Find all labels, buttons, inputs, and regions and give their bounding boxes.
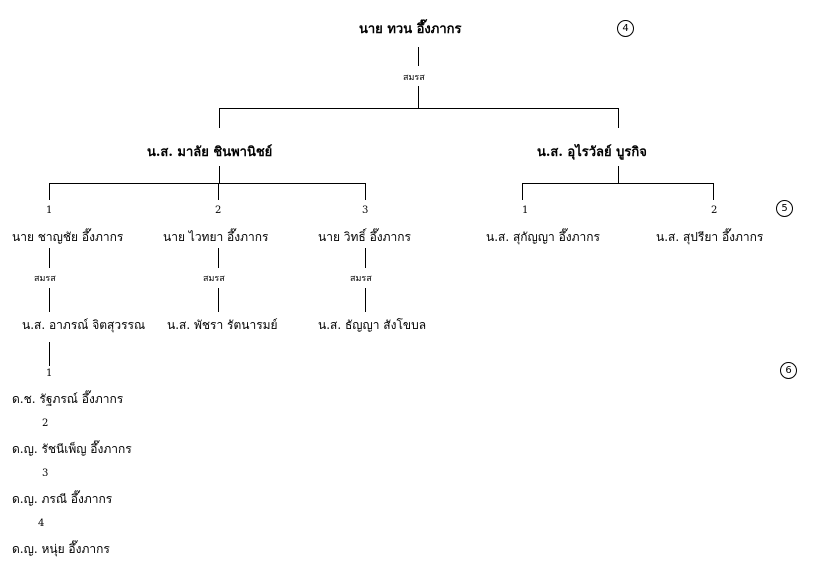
child-name: น.ส. สุกัญญา อึ๊งภากร [486,230,600,244]
grandchild-name: ด.ช. รัฐภรณ์ อึ๊งภากร [12,392,124,406]
child-number: 3 [362,205,369,216]
child-spouse: น.ส. ธัญญา สังโขบล [318,318,427,332]
child-name: นาย วิทธิ์ อึ๊งภากร [318,230,411,244]
generation-marker-6: 6 [780,362,797,379]
child-number: 2 [711,205,718,216]
grandchild-name: ด.ญ. ภรณี อึ๊งภากร [12,492,113,506]
grandchild-name: ด.ญ. หนุ่ย อึ๊งภากร [12,542,110,556]
grandchild-name: ด.ญ. รัชนีเพ็ญ อึ๊งภากร [12,442,132,456]
child-name: น.ส. สุปรียา อึ๊งภากร [656,230,764,244]
child-number: 1 [46,205,53,216]
child-marriage-label: สมรส [34,274,56,284]
root-marriage-label: สมรส [403,73,425,83]
child-spouse: น.ส. อาภรณ์ จิตสุวรรณ [22,318,146,332]
child-marriage-label: สมรส [203,274,225,284]
root-name: นาย ทวน อึ๊งภากร [359,22,462,37]
child-number: 1 [522,205,529,216]
grandchild-number: 3 [42,468,49,479]
generation-marker-5: 5 [776,200,793,217]
spouse-malai: น.ส. มาลัย ชินพานิชย์ [147,145,273,160]
child-name: นาย ไวทยา อึ๊งภากร [163,230,269,244]
spouse-urai: น.ส. อุไรวัลย์ บูรกิจ [537,145,647,160]
child-name: นาย ชาญชัย อึ๊งภากร [12,230,124,244]
generation-marker-4: 4 [617,20,634,37]
child-number: 2 [215,205,222,216]
grandchild-number: 2 [42,418,49,429]
child-spouse: น.ส. พัชรา รัตนารมย์ [167,318,278,332]
child-marriage-label: สมรส [350,274,372,284]
grandchild-number: 4 [38,518,45,529]
grandchild-number: 1 [46,368,53,379]
